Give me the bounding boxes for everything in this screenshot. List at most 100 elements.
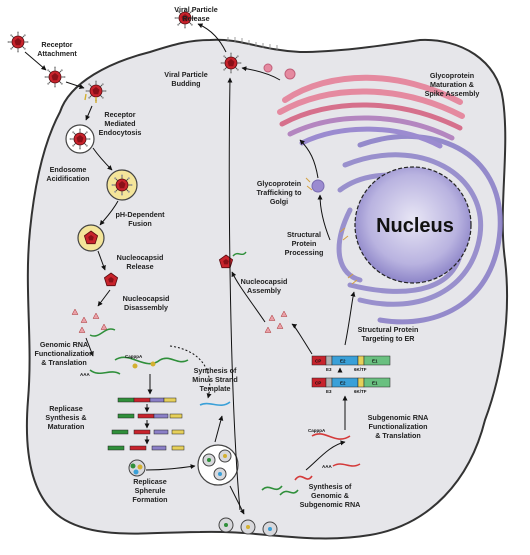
svg-text:Release: Release [182,14,209,23]
label-glycoprotein-maturation: Glycoprotein Maturation & Spike Assembly [425,71,480,98]
svg-text:Synthesis of: Synthesis of [309,482,352,491]
svg-text:Endocytosis: Endocytosis [99,128,142,137]
receptors [84,93,97,103]
svg-text:CP: CP [315,381,321,386]
svg-text:Formation: Formation [132,495,167,504]
label-synthesis-minus-strand: Synthesis of Minus Strand Template [192,366,238,393]
label-nucleocapsid-disassembly: Nucleocapsid Disassembly [123,294,170,312]
svg-text:Maturation &: Maturation & [430,80,474,89]
label-viral-particle-budding: Viral Particle Budding [164,70,207,88]
svg-text:Functionalization: Functionalization [368,422,427,431]
pathway-arrows [24,23,356,515]
svg-text:Spike Assembly: Spike Assembly [425,89,480,98]
structural-polyprotein-1: CP E2 E1 E3 6K/TF [311,355,391,372]
endosome-2-acidified [106,169,138,201]
svg-text:Endosome: Endosome [50,165,87,174]
svg-text:E1: E1 [372,381,378,386]
svg-text:Attachment: Attachment [37,49,77,58]
glycoprotein-spikes [305,177,358,285]
svg-text:E2: E2 [340,381,346,386]
new-rnas [261,475,313,496]
svg-text:Replicase: Replicase [49,404,83,413]
label-genomic-rna-functionalization: Genomic RNA Functionalization & Translat… [34,340,93,367]
membrane-spikes [227,37,278,50]
endosome-3-fusion [77,224,105,252]
replicase-complex [128,459,146,477]
svg-text:Subgenomic RNA: Subgenomic RNA [368,413,429,422]
svg-text:Mediated: Mediated [104,119,135,128]
structural-polyprotein-2: CP E2 E1 E3 6K/TF [311,377,391,394]
disassembled-capsid [71,308,116,337]
svg-text:pH-Dependent: pH-Dependent [115,210,165,219]
svg-text:Viral Particle: Viral Particle [174,5,217,14]
svg-text:Synthesis &: Synthesis & [45,413,86,422]
label-replicase-spherule: Replicase Spherule Formation [132,477,167,504]
svg-text:Budding: Budding [171,79,200,88]
label-receptor-attachment: Receptor Attachment [37,40,77,58]
svg-text:Functionalization: Functionalization [34,349,93,358]
svg-text:6K/TF: 6K/TF [354,367,367,372]
svg-text:AAA: AAA [80,372,90,377]
svg-text:6K/TF: 6K/TF [354,389,367,394]
virion-attaching [44,66,66,88]
svg-text:Synthesis of: Synthesis of [194,366,237,375]
spherule-vesicle [197,444,239,486]
label-nucleocapsid-assembly: Nucleocapsid Assembly [241,277,288,295]
subgenomic-rna: CapppA AAA [308,428,361,469]
nucleus [354,166,472,284]
replicase-polyprotein-bars [107,397,185,451]
minus-strand-rna [199,401,231,406]
label-subgenomic-rna-functionalization: Subgenomic RNA Functionalization & Trans… [368,413,429,440]
nucleus-label: Nucleus [376,215,454,237]
svg-text:Spherule: Spherule [135,486,166,495]
label-ph-dependent-fusion: pH-Dependent Fusion [115,210,165,228]
svg-text:CP: CP [315,359,321,364]
svg-text:Minus Strand: Minus Strand [192,375,238,384]
svg-text:Maturation: Maturation [48,422,85,431]
label-nucleocapsid-release: Nucleocapsid Release [117,253,164,271]
svg-text:Structural: Structural [287,230,321,239]
svg-text:Trafficking to: Trafficking to [256,188,302,197]
svg-text:Acidification: Acidification [46,174,89,183]
svg-text:& Translation: & Translation [41,358,87,367]
svg-text:Receptor: Receptor [41,40,72,49]
label-viral-particle-release: Viral Particle Release [174,5,217,23]
svg-text:Fusion: Fusion [128,219,152,228]
label-endosome-acidification: Endosome Acidification [46,165,89,183]
svg-text:E3: E3 [326,389,332,394]
svg-text:Protein: Protein [292,239,317,248]
svg-text:Viral Particle: Viral Particle [164,70,207,79]
svg-text:Genomic RNA: Genomic RNA [40,340,88,349]
label-synthesis-genomic-subgenomic: Synthesis of Genomic & Subgenomic RNA [300,482,361,509]
svg-text:E2: E2 [340,359,346,364]
svg-text:CapppA: CapppA [125,354,143,359]
svg-text:Template: Template [199,384,230,393]
svg-text:Processing: Processing [285,248,324,257]
svg-text:Disassembly: Disassembly [124,303,168,312]
svg-text:CapppA: CapppA [308,428,326,433]
svg-text:Subgenomic RNA: Subgenomic RNA [300,500,361,509]
svg-text:Release: Release [126,262,153,271]
golgi-apparatus [263,63,465,193]
svg-text:Genomic &: Genomic & [311,491,349,500]
label-receptor-mediated-endocytosis: Receptor Mediated Endocytosis [99,110,142,137]
svg-text:Receptor: Receptor [104,110,135,119]
virion-budding [220,52,242,74]
virion-outside-1 [7,31,29,53]
svg-text:Glycoprotein: Glycoprotein [430,71,474,80]
svg-text:AAA: AAA [322,464,332,469]
svg-text:Targeting to ER: Targeting to ER [362,334,416,343]
svg-text:Nucleocapsid: Nucleocapsid [123,294,170,303]
svg-text:& Translation: & Translation [375,431,421,440]
svg-text:Nucleocapsid: Nucleocapsid [241,277,288,286]
svg-text:Glycoprotein: Glycoprotein [257,179,301,188]
endosome-1 [65,124,95,154]
svg-text:E3: E3 [326,367,332,372]
svg-text:Replicase: Replicase [133,477,167,486]
svg-text:Nucleocapsid: Nucleocapsid [117,253,164,262]
label-replicase-synthesis: Replicase Synthesis & Maturation [45,404,86,431]
svg-text:Assembly: Assembly [247,286,281,295]
svg-text:Structural Protein: Structural Protein [358,325,419,334]
